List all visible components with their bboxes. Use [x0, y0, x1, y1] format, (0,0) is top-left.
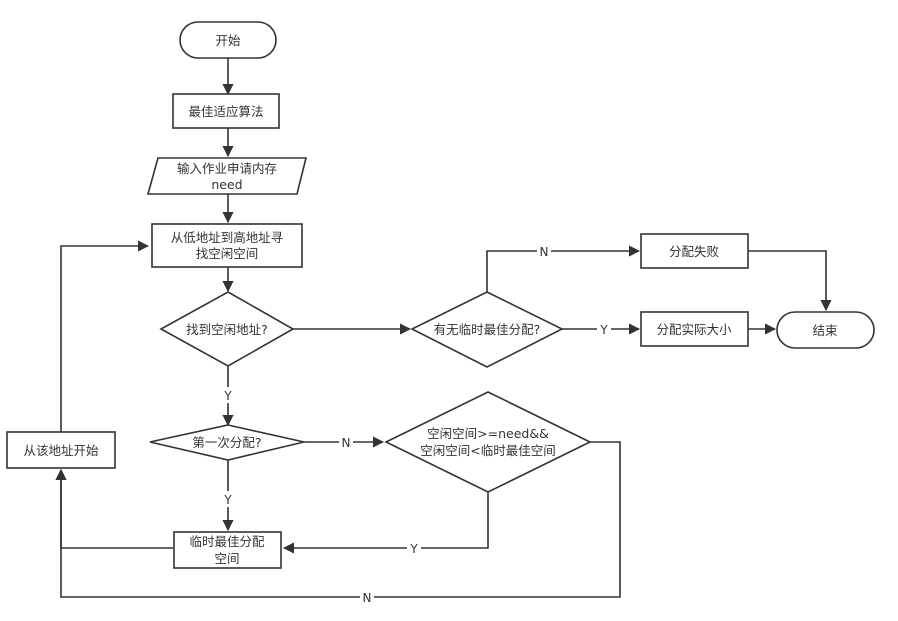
node-best-fit: 最佳适应算法: [172, 93, 280, 129]
edge-fail-to-end: [748, 250, 832, 312]
input-need-label-line1: 输入作业申请内存: [177, 161, 277, 176]
node-first-alloc: 第一次分配?: [149, 424, 305, 461]
label-bg-y-first: [221, 491, 235, 507]
edge-label-n-fail: N: [540, 245, 549, 259]
best-fit-label: 最佳适应算法: [188, 104, 263, 119]
continue-from-process-shape: [6, 431, 116, 469]
edge-labels: N Y Y N Y Y N: [221, 243, 611, 605]
label-bg-y-found: [221, 387, 235, 403]
input-need-label-line2: need: [211, 177, 242, 192]
node-has-temp-best: 有无临时最佳分配?: [410, 291, 564, 368]
search-free-label-line2: 找空闲空间: [196, 246, 259, 261]
found-free-label: 找到空闲地址?: [186, 322, 268, 337]
edge-label-n-first: N: [342, 436, 351, 450]
label-bg-y-compare: [407, 540, 421, 556]
node-alloc-fail: 分配失败: [640, 233, 749, 269]
node-continue-from: 从该地址开始: [6, 431, 116, 469]
label-bg-y-actual: [597, 321, 611, 337]
best-fit-process-shape: [172, 93, 280, 129]
label-bg-n-first: [339, 434, 353, 450]
end-label: 结束: [812, 323, 838, 338]
alloc-actual-process-shape: [640, 311, 749, 347]
edge-label-n-compare: N: [363, 591, 372, 605]
node-input-need: 输入作业申请内存 need: [146, 157, 308, 195]
search-free-process-shape: [151, 223, 303, 268]
alloc-actual-label: 分配实际大小: [656, 322, 732, 337]
search-free-label-line1: 从低地址到高地址寻: [171, 230, 284, 245]
node-start: 开始: [179, 21, 277, 59]
node-temp-best-space: 临时最佳分配 空间: [173, 531, 282, 569]
edge-label-y-actual: Y: [599, 323, 608, 337]
edge-label-y-compare: Y: [409, 542, 418, 556]
temp-best-space-label-line1: 临时最佳分配: [189, 534, 265, 549]
edge-compare-yes-to-tempbest: [282, 492, 489, 554]
start-terminal-shape: [179, 21, 277, 59]
compare-space-label-line2: 空闲空间<临时最佳空间: [420, 443, 555, 458]
end-terminal-shape: [776, 311, 875, 349]
alloc-fail-process-shape: [640, 233, 749, 269]
label-bg-n-fail: [537, 243, 551, 259]
has-temp-best-decision-shape: [410, 291, 564, 368]
node-compare-space: 空闲空间>=need&& 空闲空间<临时最佳空间: [384, 391, 592, 493]
edge-tempbest-to-continue: [55, 468, 173, 549]
edge-hastemp-no-to-fail: [486, 245, 641, 292]
start-label: 开始: [215, 33, 241, 48]
first-alloc-label: 第一次分配?: [192, 435, 261, 450]
edge-label-y-first: Y: [223, 493, 232, 507]
node-search-free: 从低地址到高地址寻 找空闲空间: [151, 223, 303, 268]
node-alloc-actual: 分配实际大小: [640, 311, 749, 347]
continue-from-label: 从该地址开始: [23, 443, 99, 458]
has-temp-best-label: 有无临时最佳分配?: [434, 322, 541, 337]
first-alloc-decision-shape: [149, 424, 305, 461]
alloc-fail-label: 分配失败: [669, 244, 720, 259]
edge-compare-no-to-continue: [55, 441, 621, 598]
found-free-decision-shape: [159, 291, 295, 367]
temp-best-space-label-line2: 空间: [214, 551, 239, 566]
edges: [55, 58, 832, 598]
node-found-free: 找到空闲地址?: [159, 291, 295, 367]
node-end: 结束: [776, 311, 875, 349]
compare-space-decision-shape: [384, 391, 592, 493]
label-bg-n-compare: [360, 589, 374, 605]
compare-space-label-line1: 空闲空间>=need&&: [427, 426, 549, 441]
edge-continue-to-search: [60, 240, 150, 432]
input-need-io-shape: [146, 157, 308, 195]
edge-label-y-found: Y: [223, 389, 232, 403]
temp-best-space-process-shape: [173, 531, 282, 569]
